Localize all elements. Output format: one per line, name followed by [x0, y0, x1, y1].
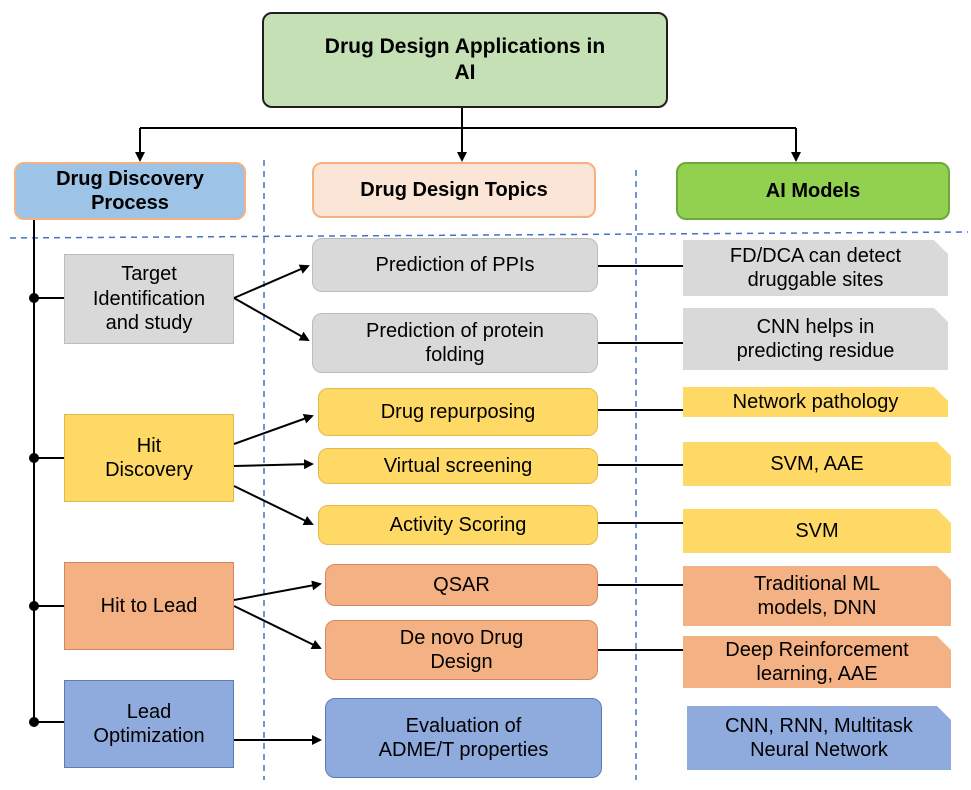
stage-hit-discovery: Hit Discovery	[64, 414, 234, 502]
arrow-target-folding	[233, 297, 310, 341]
arrow-hit-scoring	[233, 485, 314, 525]
arrow-hit-repurposing	[233, 413, 314, 445]
topic-virtual-screening: Virtual screening	[318, 448, 598, 484]
spine-dot	[29, 453, 39, 463]
header-models: AI Models	[676, 162, 950, 220]
root-title-box: Drug Design Applications in AI	[262, 12, 668, 108]
topic-label: Virtual screening	[383, 454, 533, 477]
stage-target-identification: Target Identification and study	[64, 254, 234, 344]
stage-label: Hit to Lead	[100, 594, 198, 617]
arrow-target-ppis	[233, 264, 310, 299]
stage-label: Hit Discovery	[105, 434, 193, 481]
topic-prediction-ppis: Prediction of PPIs	[312, 238, 598, 292]
divider-horizontal	[9, 231, 969, 239]
stage-lead-optimization: Lead Optimization	[64, 680, 234, 768]
stage-hit-to-lead: Hit to Lead	[64, 562, 234, 650]
stage-label: Lead Optimization	[93, 700, 205, 747]
topic-drug-repurposing: Drug repurposing	[318, 388, 598, 436]
model-label: SVM	[795, 519, 839, 542]
topic-label: Prediction of PPIs	[375, 253, 535, 276]
model-label: CNN, RNN, Multitask Neural Network	[725, 714, 913, 761]
header-topics: Drug Design Topics	[312, 162, 596, 218]
model-label: FD/DCA can detect druggable sites	[729, 244, 902, 291]
arrow-hit-screening	[233, 459, 314, 470]
topic-model-lines	[598, 265, 683, 651]
stage-topic-arrows	[233, 264, 322, 745]
model-label: CNN helps in predicting residue	[736, 315, 895, 362]
header-process: Drug Discovery Process	[14, 162, 246, 220]
topic-protein-folding: Prediction of protein folding	[312, 313, 598, 373]
header-models-label: AI Models	[765, 179, 861, 202]
model-cnn-rnn-multitask: CNN, RNN, Multitask Neural Network	[687, 706, 951, 770]
spine-dots	[29, 293, 39, 727]
arrow-lead-qsar	[233, 580, 322, 601]
topic-adme-evaluation: Evaluation of ADME/T properties	[325, 698, 602, 778]
root-connectors	[135, 108, 801, 162]
model-cnn-residue: CNN helps in predicting residue	[683, 308, 948, 370]
model-label: SVM, AAE	[770, 452, 864, 475]
model-deep-reinforcement: Deep Reinforcement learning, AAE	[683, 636, 951, 688]
process-spine	[33, 220, 64, 724]
arrow-lead-denovo	[233, 605, 322, 649]
topic-activity-scoring: Activity Scoring	[318, 505, 598, 545]
topic-qsar: QSAR	[325, 564, 598, 606]
model-svm-aae: SVM, AAE	[683, 442, 951, 486]
topic-label: Activity Scoring	[389, 513, 527, 536]
topic-label: De novo Drug Design	[399, 626, 524, 673]
model-label: Deep Reinforcement learning, AAE	[725, 638, 909, 685]
topic-de-novo-design: De novo Drug Design	[325, 620, 598, 680]
model-network-pathology: Network pathology	[683, 387, 948, 417]
model-label: Traditional ML models, DNN	[754, 572, 880, 619]
header-process-label: Drug Discovery Process	[56, 167, 204, 214]
stage-label: Target Identification and study	[92, 263, 206, 335]
spine-dot	[29, 293, 39, 303]
column-dividers	[9, 160, 969, 780]
root-title: Drug Design Applications in AI	[324, 35, 606, 84]
topic-label: QSAR	[433, 573, 490, 596]
model-fd-dca: FD/DCA can detect druggable sites	[683, 240, 948, 296]
model-traditional-ml: Traditional ML models, DNN	[683, 566, 951, 626]
topic-label: Prediction of protein folding	[366, 319, 544, 366]
header-topics-label: Drug Design Topics	[360, 178, 548, 201]
model-label: Network pathology	[732, 390, 899, 413]
topic-label: Evaluation of ADME/T properties	[378, 714, 549, 761]
spine-dot	[29, 717, 39, 727]
topic-label: Drug repurposing	[380, 400, 536, 423]
spine-dot	[29, 601, 39, 611]
model-svm: SVM	[683, 509, 951, 553]
